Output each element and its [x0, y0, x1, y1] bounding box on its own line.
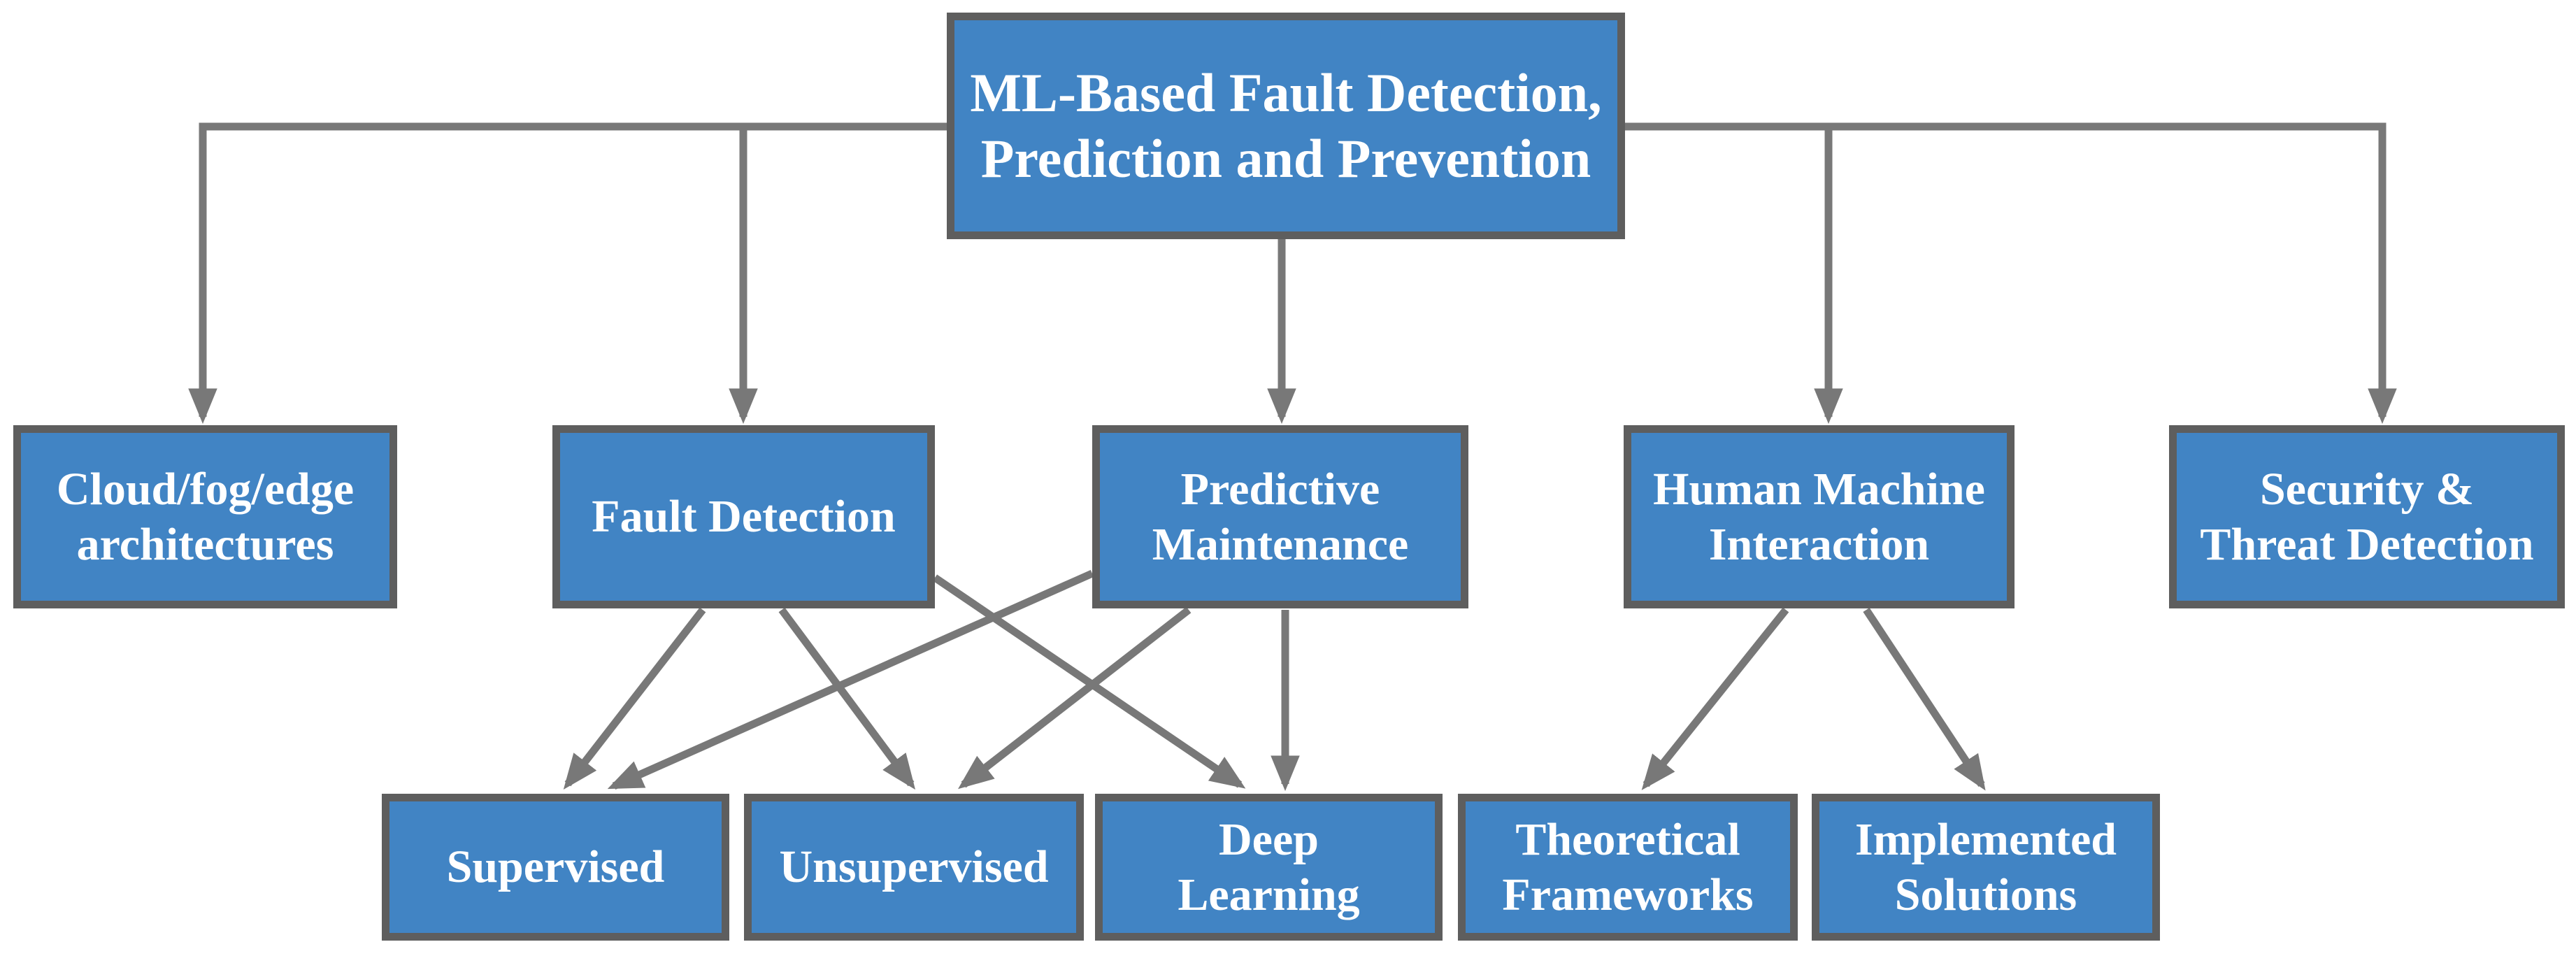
node-theoretical-label-line2: Frameworks [1502, 869, 1754, 920]
edge-hmi-theoretical [1641, 607, 1789, 790]
node-predictive-label-line1: Predictive [1180, 463, 1380, 515]
node-security-threat-detection: Security & Threat Detection [2169, 425, 2565, 608]
node-security-label-line2: Threat Detection [2200, 519, 2534, 570]
node-predictive-label-line2: Maintenance [1152, 519, 1409, 570]
node-deep-learning: Deep Learning [1095, 794, 1443, 941]
node-theoretical-frameworks: Theoretical Frameworks [1458, 794, 1798, 941]
node-theoretical-label-line1: Theoretical [1515, 813, 1740, 865]
node-supervised-label: Supervised [446, 841, 665, 893]
node-fault-label: Fault Detection [592, 491, 896, 543]
node-cloud-label-line1: Cloud/fog/edge [56, 463, 355, 515]
edge-predictive-supervised [607, 569, 1094, 790]
node-deep-label-line1: Deep [1219, 813, 1319, 865]
edge-fault-supervised [563, 607, 706, 790]
node-supervised: Supervised [382, 794, 729, 941]
node-cloud-fog-edge-architectures: Cloud/fog/edge architectures [13, 425, 397, 608]
node-hmi-label-line1: Human Machine [1653, 463, 1985, 515]
node-security-label-line1: Security & [2259, 463, 2475, 515]
node-unsupervised: Unsupervised [744, 794, 1084, 941]
node-root-label-line1: ML-Based Fault Detection, [970, 62, 1602, 124]
node-root: ML-Based Fault Detection, Prediction and… [947, 13, 1625, 239]
node-implemented-solutions: Implemented Solutions [1812, 794, 2160, 941]
node-unsupervised-label: Unsupervised [779, 841, 1049, 893]
node-fault-detection: Fault Detection [552, 425, 935, 608]
node-implemented-label-line2: Solutions [1894, 869, 2077, 920]
edge-predictive-unsupervised [958, 606, 1192, 790]
edge-fault-deep [932, 574, 1246, 789]
node-cloud-label-line2: architectures [76, 519, 334, 570]
edge-hmi-implemented [1863, 607, 1986, 791]
node-root-label-line2: Prediction and Prevention [980, 128, 1591, 189]
node-predictive-maintenance: Predictive Maintenance [1092, 425, 1468, 608]
node-implemented-label-line1: Implemented [1855, 813, 2117, 865]
node-hmi-label-line2: Interaction [1708, 519, 1930, 570]
edge-fault-unsupervised [778, 607, 916, 790]
node-deep-label-line2: Learning [1178, 869, 1360, 920]
node-human-machine-interaction: Human Machine Interaction [1624, 425, 2015, 608]
